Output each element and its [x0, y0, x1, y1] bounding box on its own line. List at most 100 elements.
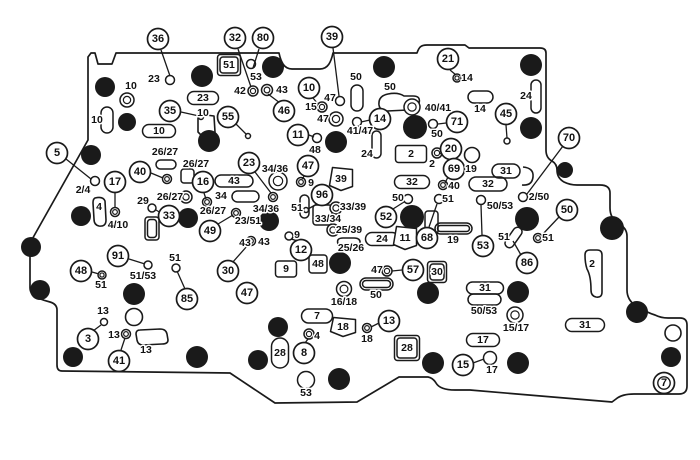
- ring-marker-inner: [407, 102, 417, 112]
- boxed-label-shape: [214, 174, 254, 188]
- ring-marker-inner: [298, 179, 304, 185]
- slot-pocket: [467, 90, 494, 104]
- ring-marker: [99, 317, 109, 327]
- part-number-label: 17: [109, 176, 121, 188]
- bolt-hole-dot: [325, 131, 347, 153]
- part-number-label: 32: [406, 176, 418, 188]
- callout-balloon-36: [146, 27, 170, 51]
- part-number-label: 46: [278, 105, 290, 117]
- ring-marker-inner: [332, 204, 340, 212]
- ring-marker: [482, 350, 498, 366]
- ring-marker-inner: [510, 310, 520, 320]
- boxed-label-shape: [491, 163, 521, 179]
- bolt-hole-dot: [21, 237, 41, 257]
- part-number-label: 30: [431, 266, 443, 278]
- part-number-label: 55: [222, 111, 234, 123]
- leader-line: [541, 216, 560, 236]
- callout-balloon-45: [494, 102, 518, 126]
- part-number-label: 4/10: [108, 219, 129, 231]
- part-number-label: 43: [258, 236, 270, 248]
- part-number-label: 9: [283, 263, 289, 275]
- slot-pocket: [231, 190, 260, 203]
- part-number-label: 47: [241, 287, 253, 299]
- callout-balloon-23: [237, 151, 261, 175]
- part-number-label: 7: [661, 377, 667, 389]
- ring-marker-inner: [270, 194, 276, 200]
- ring-marker-inner: [204, 199, 210, 205]
- slot-pocket-inner: [361, 279, 392, 289]
- part-number-label: 47: [324, 92, 336, 104]
- part-number-label: 43: [239, 237, 251, 249]
- callout-balloon-91: [106, 244, 130, 268]
- leader-line: [120, 337, 126, 351]
- part-number-label: 18: [361, 333, 373, 345]
- part-number-label: 31: [579, 319, 591, 331]
- ring-marker: [302, 206, 310, 214]
- bolt-hole-dot: [403, 115, 427, 139]
- leader-line: [505, 124, 508, 139]
- boxed-label-shape: [270, 337, 290, 369]
- part-number-label: 26/27: [152, 146, 178, 158]
- ring-marker-inner: [454, 75, 460, 81]
- boxed-label-shape-inner: [219, 56, 239, 74]
- boxed-label-shape: [300, 308, 334, 324]
- part-number-label: 43: [276, 84, 288, 96]
- part-number-label: 50: [431, 128, 443, 140]
- part-number-label: 39: [335, 173, 347, 185]
- open-hole: [664, 324, 682, 342]
- part-number-label: 51: [223, 59, 235, 71]
- callout-balloon-96: [310, 183, 334, 207]
- slot-pocket-inner: [436, 224, 471, 233]
- part-number-label: 15: [305, 101, 317, 113]
- part-number-label: 71: [451, 116, 463, 128]
- part-number-label: 40: [448, 180, 460, 192]
- ring-marker-inner: [112, 209, 118, 215]
- ring-marker: [311, 132, 323, 144]
- part-number-label: 23: [197, 92, 209, 104]
- callout-balloon-39: [320, 25, 344, 49]
- part-number-label: 2: [408, 148, 414, 160]
- bolt-hole-dot: [557, 162, 573, 178]
- part-number-label: 16/18: [331, 296, 357, 308]
- bolt-hole-dot: [71, 206, 91, 226]
- ring-marker: [334, 95, 346, 107]
- leader-line: [391, 269, 403, 272]
- slot-pocket: [100, 106, 114, 134]
- part-number-label: 53: [477, 240, 489, 252]
- part-number-label: 49: [204, 225, 216, 237]
- boxed-label-shape: [328, 166, 354, 192]
- part-number-label: 86: [521, 257, 533, 269]
- part-number-label: 40/41: [425, 102, 451, 114]
- leader-line: [235, 123, 247, 135]
- bolt-hole-dot: [198, 130, 220, 152]
- ring-marker-inner: [263, 86, 271, 94]
- part-number-label: 40: [134, 166, 146, 178]
- boxed-label-shape: [141, 123, 177, 139]
- slot-pocket: [359, 277, 394, 291]
- callout-balloon-inner: [657, 376, 671, 390]
- bolt-hole-dot: [123, 283, 145, 305]
- ring-marker-inner: [364, 325, 370, 331]
- bolt-hole-dot: [328, 368, 350, 390]
- bolt-hole-dot: [81, 145, 101, 165]
- leader-line: [449, 69, 457, 76]
- leader-line: [65, 158, 92, 180]
- bolt-hole-dot: [515, 207, 539, 231]
- part-number-label: 13: [108, 329, 120, 341]
- boxed-label-shape: [564, 317, 606, 333]
- part-number-label: 35: [164, 105, 176, 117]
- boxed-label-shape-inner: [396, 337, 418, 359]
- part-number-label: 41: [113, 355, 125, 367]
- ring-marker: [171, 263, 181, 273]
- ring-marker-inner: [305, 330, 313, 338]
- part-number-label: 50/53: [487, 200, 513, 212]
- part-number-label: 53: [250, 71, 262, 83]
- part-number-label: 50: [370, 289, 382, 301]
- part-number-label: 10: [91, 114, 103, 126]
- callout-balloon-7: [652, 371, 676, 395]
- part-number-label: 29: [137, 195, 149, 207]
- part-number-label: 48: [309, 144, 321, 156]
- bolt-hole-dot: [186, 346, 208, 368]
- part-number-label: 10: [303, 82, 315, 94]
